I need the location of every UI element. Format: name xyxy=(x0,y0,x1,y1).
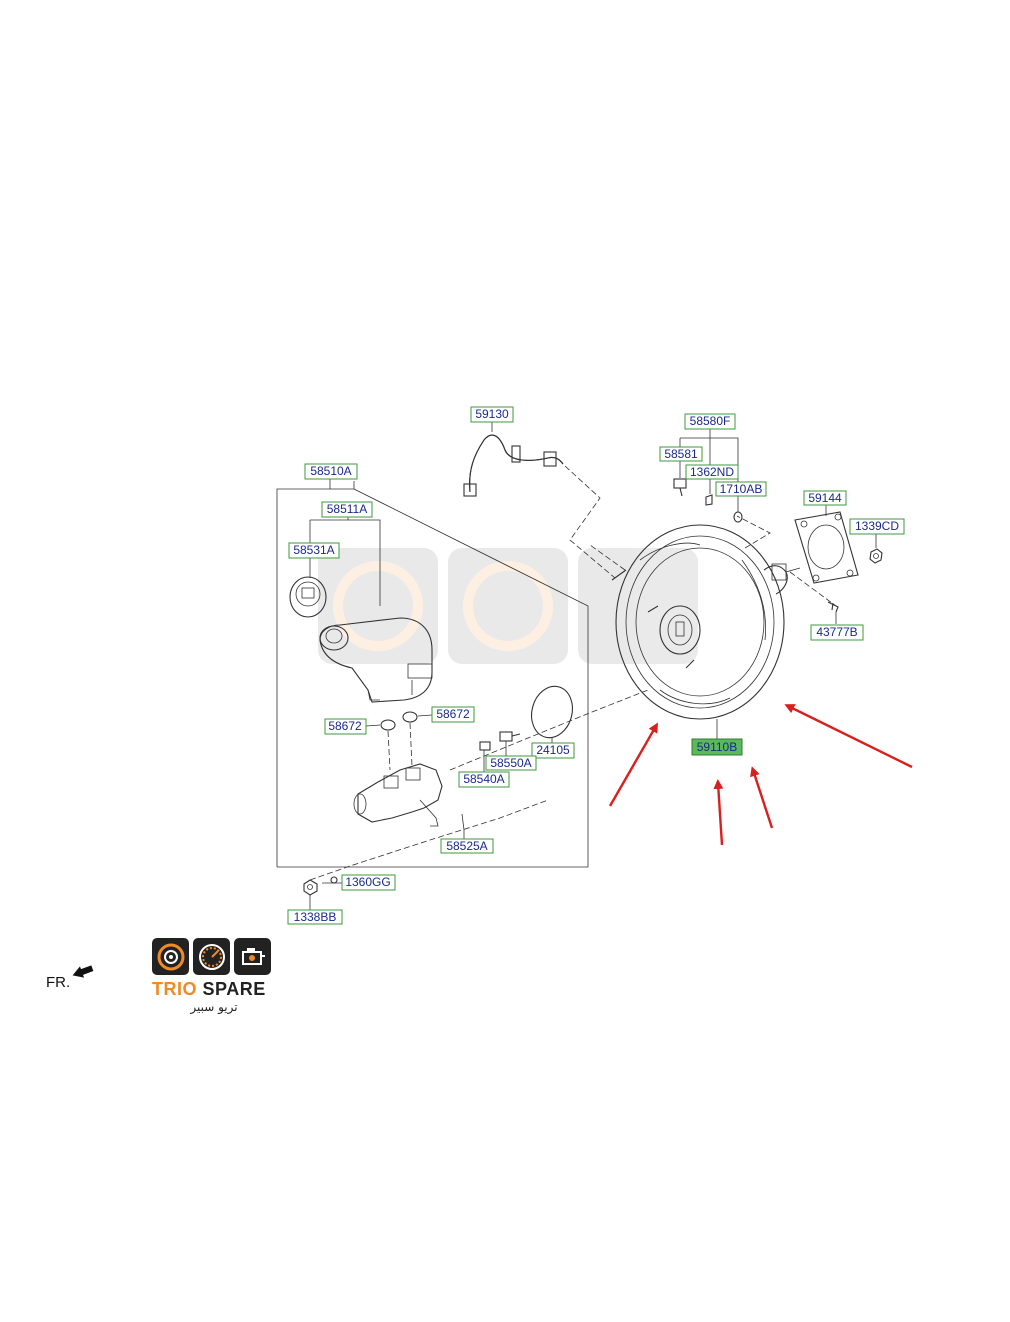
logo-word-spare: SPARE xyxy=(202,979,266,999)
svg-text:58672: 58672 xyxy=(436,707,470,721)
leader-lines xyxy=(309,422,877,910)
reservoir-tank xyxy=(319,617,433,703)
svg-text:43777B: 43777B xyxy=(816,625,857,639)
svg-text:24105: 24105 xyxy=(536,743,570,757)
master-cylinder xyxy=(353,763,465,831)
booster-axis-line xyxy=(449,689,649,771)
label-58580F[interactable]: 58580F xyxy=(684,413,736,430)
engine-icon xyxy=(234,938,271,975)
label-59144[interactable]: 59144 xyxy=(803,490,847,506)
part-labels: 59130 58580F 58581 1362ND 1710AB 59144 1… xyxy=(287,406,905,925)
logo-icons xyxy=(152,938,276,975)
booster-gasket xyxy=(794,511,859,584)
svg-text:58550A: 58550A xyxy=(490,756,531,770)
logo-wordmark: TRIO SPARE xyxy=(152,979,276,1000)
svg-text:58531A: 58531A xyxy=(293,543,334,557)
reservoir-grommets xyxy=(380,711,418,771)
arrow-4 xyxy=(784,704,913,769)
mounting-nut xyxy=(303,876,338,896)
svg-text:58511A: 58511A xyxy=(327,502,367,516)
label-58581[interactable]: 58581 xyxy=(659,446,703,462)
label-1338BB[interactable]: 1338BB xyxy=(287,909,343,925)
logo-word-trio: TRIO xyxy=(152,979,197,999)
svg-text:1710AB: 1710AB xyxy=(720,482,763,496)
svg-text:59144: 59144 xyxy=(808,491,842,505)
label-58550A[interactable]: 58550A xyxy=(485,755,537,771)
reservoir-cap xyxy=(289,576,327,618)
brake-booster xyxy=(589,515,837,720)
svg-text:58510A: 58510A xyxy=(310,464,351,478)
arrow-2 xyxy=(713,779,724,846)
arrow-1 xyxy=(608,722,658,807)
svg-text:58580F: 58580F xyxy=(690,414,731,428)
logo-arabic-name: تريو سبير xyxy=(190,1000,238,1014)
label-58525A[interactable]: 58525A xyxy=(440,838,494,854)
assembly-axis-line xyxy=(309,799,549,881)
svg-text:59130: 59130 xyxy=(475,407,509,421)
arrow-3 xyxy=(750,766,774,829)
watermark xyxy=(318,548,698,664)
speedometer-icon xyxy=(193,938,230,975)
brand-logo: TRIO SPARE تريو سبير xyxy=(152,938,276,1014)
highlight-arrows xyxy=(608,704,913,846)
label-1710AB[interactable]: 1710AB xyxy=(715,481,767,497)
svg-text:59110B: 59110B xyxy=(697,740,737,754)
svg-text:1360GG: 1360GG xyxy=(345,875,390,889)
label-1362ND[interactable]: 1362ND xyxy=(685,464,739,480)
master-cylinder-frame xyxy=(276,481,589,868)
svg-text:1339CD: 1339CD xyxy=(855,519,899,533)
svg-text:58525A: 58525A xyxy=(446,839,487,853)
label-59130[interactable]: 59130 xyxy=(470,406,514,423)
svg-text:58540A: 58540A xyxy=(463,772,504,786)
label-1360GG[interactable]: 1360GG xyxy=(341,874,396,891)
svg-text:58672: 58672 xyxy=(328,719,362,733)
label-58540A[interactable]: 58540A xyxy=(458,771,510,788)
label-58531A[interactable]: 58531A xyxy=(288,542,340,559)
o-ring xyxy=(530,685,574,739)
label-58511A[interactable]: 58511A xyxy=(321,501,373,518)
label-58510A[interactable]: 58510A xyxy=(304,463,358,480)
svg-text:1338BB: 1338BB xyxy=(294,910,337,924)
nut xyxy=(869,548,883,564)
label-1339CD[interactable]: 1339CD xyxy=(849,518,905,535)
label-24105[interactable]: 24105 xyxy=(531,742,575,759)
front-direction-arrow-icon xyxy=(72,965,94,978)
label-43777B[interactable]: 43777B xyxy=(810,624,864,641)
bleeder-screws xyxy=(479,731,521,751)
label-59110B-highlighted[interactable]: 59110B xyxy=(691,738,743,756)
label-58672-left[interactable]: 58672 xyxy=(324,718,367,735)
label-58672-right[interactable]: 58672 xyxy=(431,706,475,723)
front-orientation-label: FR. xyxy=(46,974,71,991)
vacuum-hose xyxy=(463,434,616,579)
svg-text:1362ND: 1362ND xyxy=(690,465,734,479)
svg-text:58581: 58581 xyxy=(664,447,698,461)
clevis-pin xyxy=(827,601,839,613)
speaker-icon xyxy=(152,938,189,975)
